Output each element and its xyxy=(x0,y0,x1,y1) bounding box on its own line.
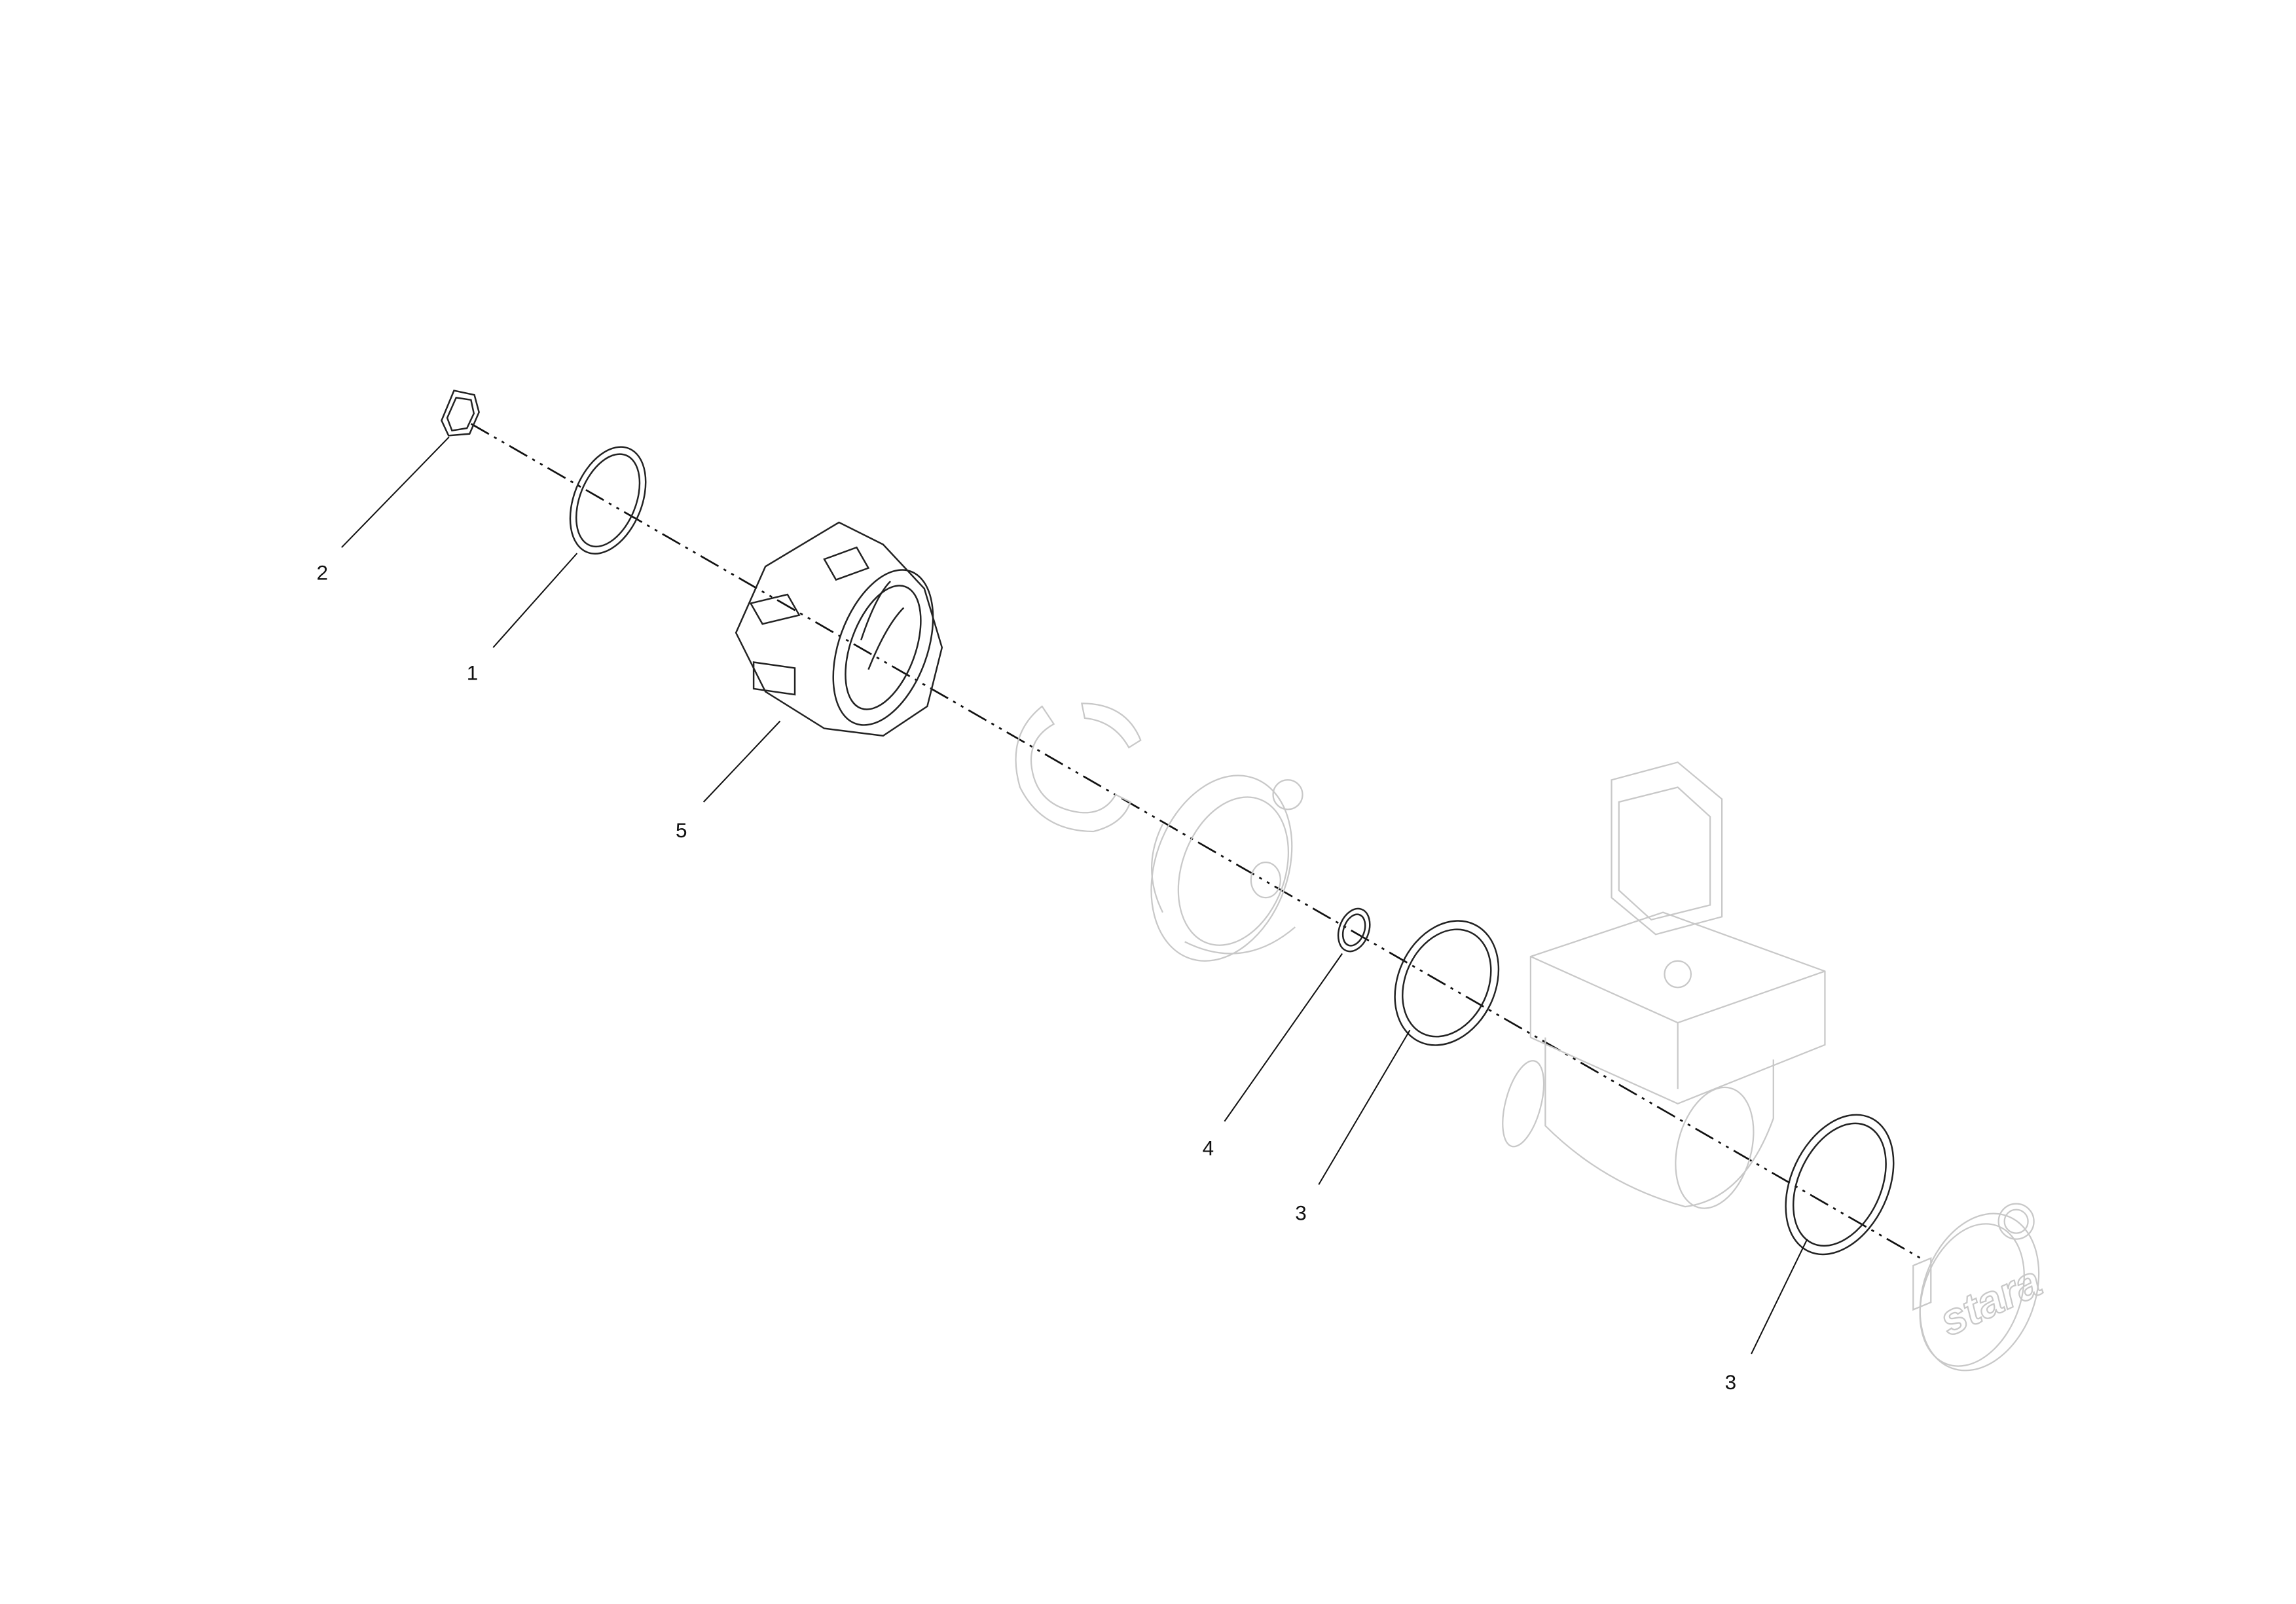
retaining-clip xyxy=(1015,702,1142,833)
end-cap: stara xyxy=(1912,1203,2049,1372)
leader-line-4 xyxy=(1224,953,1343,1122)
callout-label-2: 2 xyxy=(317,562,329,585)
leader-line-2 xyxy=(341,436,450,548)
valve-element xyxy=(1150,775,1303,962)
callout-label-3a: 3 xyxy=(1295,1201,1307,1224)
callout-label-3b: 3 xyxy=(1725,1371,1737,1394)
leader-line-5 xyxy=(702,720,781,803)
part-3-ring-b xyxy=(1785,1114,1895,1256)
assembly-axis-line xyxy=(470,423,1922,1259)
stara-logo: stara xyxy=(1933,1256,2049,1345)
valve-body xyxy=(1502,761,1826,1209)
part-1-ring xyxy=(569,446,647,555)
part-5-nut xyxy=(735,521,943,737)
callout-label-4: 4 xyxy=(1203,1137,1214,1159)
callout-label-5: 5 xyxy=(676,819,687,842)
part-3-ring-a xyxy=(1394,920,1500,1046)
leader-line-1 xyxy=(492,553,578,648)
leader-line-3a xyxy=(1318,1029,1411,1185)
callout-label-1: 1 xyxy=(467,661,478,684)
leader-line-3b xyxy=(1751,1239,1808,1355)
part-2-small-ring xyxy=(441,390,480,437)
part-4-small-ring xyxy=(1337,907,1371,953)
